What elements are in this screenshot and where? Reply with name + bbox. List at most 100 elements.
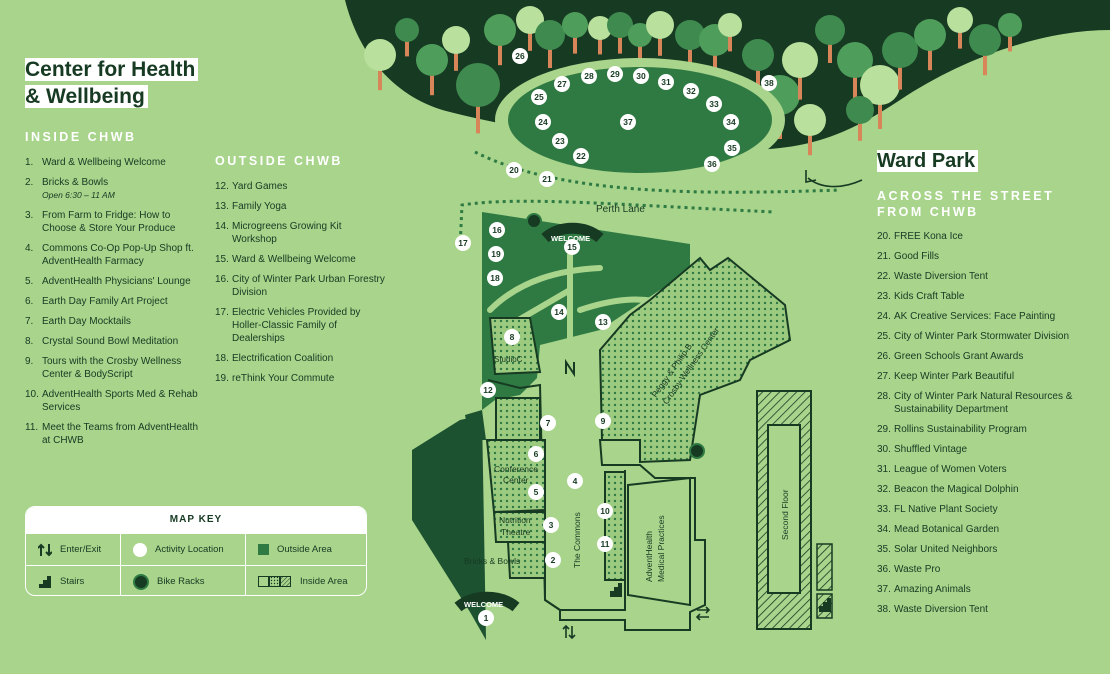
activity-marker[interactable]: 4: [567, 473, 583, 489]
activity-marker[interactable]: 31: [658, 74, 674, 90]
list-item-text: Waste Diversion Tent: [894, 604, 988, 615]
activity-marker-number: 37: [623, 117, 633, 127]
list-item-text: Shuffled Vintage: [894, 444, 968, 455]
activity-marker-number: 2: [551, 555, 556, 565]
activity-marker-circle: [512, 48, 528, 64]
activity-marker[interactable]: 2: [545, 552, 561, 568]
advent-label-1: AdventHealth: [644, 531, 654, 582]
activity-marker-number: 35: [727, 143, 737, 153]
activity-marker[interactable]: 17: [455, 235, 471, 251]
activity-marker[interactable]: 22: [573, 148, 589, 164]
activity-marker-circle: [607, 66, 623, 82]
list-item-number: 9.: [25, 356, 34, 367]
activity-marker[interactable]: 24: [535, 114, 551, 130]
activity-marker[interactable]: 21: [539, 171, 555, 187]
activity-marker-circle: [539, 171, 555, 187]
list-item-note: Open 6:30 – 11 AM: [42, 190, 115, 200]
stairs-icon: [610, 583, 622, 597]
list-item: 24.AK Creative Services: Face Painting: [877, 310, 1092, 323]
activity-marker-number: 16: [492, 225, 502, 235]
activity-marker[interactable]: 33: [706, 96, 722, 112]
activity-marker[interactable]: 18: [487, 270, 503, 286]
activity-marker[interactable]: 7: [540, 415, 556, 431]
enter-exit-icon: [38, 543, 52, 556]
key-enter-exit: Enter/Exit: [60, 544, 102, 555]
list-item-text: FREE Kona Ice: [894, 231, 963, 242]
activity-marker[interactable]: 26: [512, 48, 528, 64]
activity-marker-number: 13: [598, 317, 608, 327]
title-line-2: & Wellbeing: [25, 85, 148, 108]
activity-marker-circle: [704, 156, 720, 172]
activity-marker-circle: [455, 235, 471, 251]
list-item-number: 3.: [25, 210, 34, 221]
activity-marker[interactable]: 34: [723, 114, 739, 130]
activity-marker-number: 7: [546, 418, 551, 428]
list-item: 3.From Farm to Fridge: How to Choose & S…: [25, 209, 200, 235]
list-item-number: 34.: [877, 524, 891, 535]
activity-marker[interactable]: 23: [552, 133, 568, 149]
activity-marker[interactable]: 30: [633, 68, 649, 84]
activity-marker[interactable]: 25: [531, 89, 547, 105]
activity-marker[interactable]: 5: [528, 484, 544, 500]
list-item-number: 27.: [877, 371, 891, 382]
list-item-text: Electric Vehicles Provided by Holler-Cla…: [232, 307, 361, 344]
activity-marker-circle: [528, 484, 544, 500]
list-item: 4.Commons Co-Op Pop-Up Shop ft. AdventHe…: [25, 242, 200, 268]
activity-marker[interactable]: 19: [488, 246, 504, 262]
list-item-number: 4.: [25, 243, 34, 254]
activity-marker-circle: [488, 246, 504, 262]
page-title: Center for Health & Wellbeing: [25, 56, 199, 110]
activity-marker[interactable]: 27: [554, 76, 570, 92]
activity-marker[interactable]: 15: [564, 239, 580, 255]
activity-marker-number: 14: [554, 307, 564, 317]
activity-marker[interactable]: 6: [528, 446, 544, 462]
list-item-number: 33.: [877, 504, 891, 515]
list-item-number: 37.: [877, 584, 891, 595]
map-key: MAP KEY Enter/Exit Activity Location Out…: [25, 506, 367, 596]
list-item-text: Waste Diversion Tent: [894, 271, 988, 282]
trees-decoration: [364, 6, 1022, 156]
list-item: 26.Green Schools Grant Awards: [877, 350, 1092, 363]
activity-marker-number: 19: [491, 249, 501, 259]
list-item-number: 11.: [25, 422, 39, 433]
activity-marker[interactable]: 37: [620, 114, 636, 130]
activity-marker[interactable]: 11: [597, 536, 613, 552]
activity-marker-circle: [683, 83, 699, 99]
list-item-number: 20.: [877, 231, 891, 242]
activity-marker[interactable]: 3: [543, 517, 559, 533]
list-item: 20.FREE Kona Ice: [877, 230, 1092, 243]
list-item-number: 23.: [877, 291, 891, 302]
activity-marker[interactable]: 20: [506, 162, 522, 178]
activity-marker[interactable]: 1: [478, 610, 494, 626]
activity-marker[interactable]: 13: [595, 314, 611, 330]
activity-marker[interactable]: 10: [597, 503, 613, 519]
activity-marker[interactable]: 14: [551, 304, 567, 320]
activity-marker-number: 33: [709, 99, 719, 109]
activity-marker[interactable]: 38: [761, 75, 777, 91]
list-item-number: 2.: [25, 177, 34, 188]
list-item: 27.Keep Winter Park Beautiful: [877, 370, 1092, 383]
activity-marker[interactable]: 35: [724, 140, 740, 156]
activity-marker[interactable]: 32: [683, 83, 699, 99]
list-item-text: Microgreens Growing Kit Workshop: [232, 221, 342, 245]
list-item: 6.Earth Day Family Art Project: [25, 295, 200, 308]
activity-marker[interactable]: 28: [581, 68, 597, 84]
activity-marker[interactable]: 12: [480, 382, 496, 398]
list-item-number: 25.: [877, 331, 891, 342]
activity-marker[interactable]: 9: [595, 413, 611, 429]
perth-lane-edge-bottom: [458, 199, 776, 249]
activity-marker[interactable]: 36: [704, 156, 720, 172]
list-item-number: 6.: [25, 296, 34, 307]
list-item: 35.Solar United Neighbors: [877, 543, 1092, 556]
activity-marker-circle: [573, 148, 589, 164]
activity-marker[interactable]: 8: [504, 329, 520, 345]
activity-marker-number: 12: [483, 385, 493, 395]
activity-marker[interactable]: 29: [607, 66, 623, 82]
activity-marker-number: 26: [515, 51, 525, 61]
activity-marker-number: 8: [510, 332, 515, 342]
list-item: 16.City of Winter Park Urban Forestry Di…: [215, 273, 385, 299]
activity-marker[interactable]: 16: [489, 222, 505, 238]
welcome-banner-north: [541, 222, 604, 243]
list-item: 32.Beacon the Magical Dolphin: [877, 483, 1092, 496]
list-item: 5.AdventHealth Physicians' Lounge: [25, 275, 200, 288]
